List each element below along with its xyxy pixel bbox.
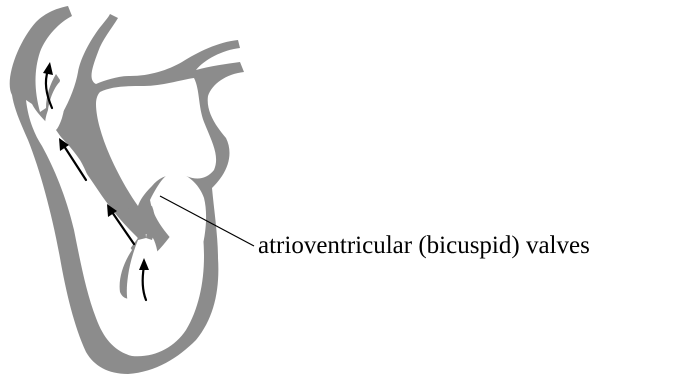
arrowhead-4 (43, 62, 53, 75)
heart-wall (10, 6, 244, 374)
valve-label: atrioventricular (bicuspid) valves (258, 233, 590, 258)
